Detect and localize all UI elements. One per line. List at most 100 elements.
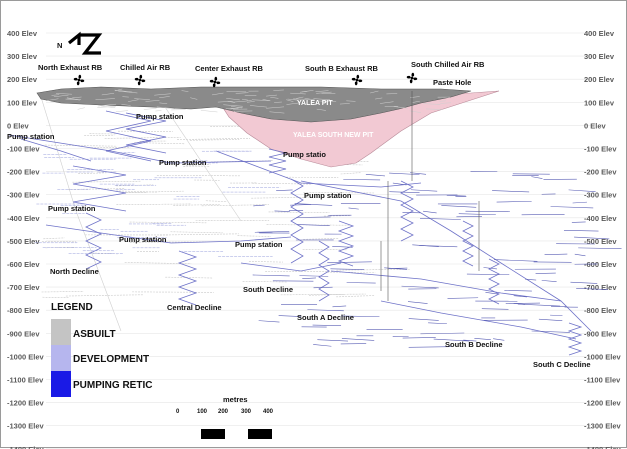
elevation-label: -1300 Elev: [584, 422, 622, 431]
level-drive: [366, 174, 385, 176]
elevation-label: -300 Elev: [7, 191, 40, 200]
scale-tick: 200: [218, 409, 229, 415]
scale-title: metres: [223, 395, 248, 404]
level-drive: [545, 254, 568, 255]
pump-station-label: Pump station: [235, 240, 283, 249]
level-drive: [428, 323, 447, 324]
asbuilt-drive: [84, 135, 114, 136]
elevation-label: -100 Elev: [7, 145, 40, 154]
level-drive: [253, 205, 264, 206]
asbuilt-drive: [43, 238, 64, 239]
paste-hole-label: Paste Hole: [433, 78, 471, 87]
asbuilt-drive: [157, 175, 240, 176]
legend-swatch-pumping-retic: [51, 371, 71, 397]
raise-south-b-exhaust: South B Exhaust RB: [305, 64, 379, 85]
scale-segment-white: [225, 429, 248, 439]
pump-station-label: Pump station: [7, 132, 55, 141]
decline-spiral: [319, 241, 329, 301]
level-drive: [531, 177, 542, 179]
level-drive: [389, 192, 419, 193]
level-drive: [411, 190, 437, 191]
yalea-pit-label: YALEA PIT: [297, 100, 333, 107]
elevation-label: -1200 Elev: [7, 399, 45, 408]
asbuilt-drive: [190, 139, 239, 140]
level-drive: [575, 254, 586, 256]
scale-segment-black: [201, 429, 225, 439]
legend-label-pumping-retic: PUMPING RETIC: [73, 380, 152, 391]
level-drive: [467, 274, 509, 275]
elevation-label: -200 Elev: [7, 168, 40, 177]
elevation-label: -400 Elev: [584, 214, 617, 223]
asbuilt-drive: [249, 261, 283, 262]
fan-icon: [135, 75, 146, 86]
level-drive: [342, 338, 374, 340]
scale-tick: 100: [197, 409, 208, 415]
fan-icon: [407, 73, 418, 84]
level-drive: [296, 217, 330, 218]
asbuilt-drive: [130, 222, 207, 223]
asbuilt-drive: [42, 291, 84, 292]
elevation-label: 400 Elev: [584, 29, 615, 38]
raise-label: Chilled Air RB: [120, 63, 171, 72]
elevation-label: 300 Elev: [584, 52, 615, 61]
scale-tick: 300: [241, 409, 252, 415]
legend-swatch-asbuilt: [51, 319, 71, 345]
pit-contour: [144, 108, 157, 109]
decline-label: South C Decline: [533, 360, 591, 369]
asbuilt-drive: [78, 173, 106, 174]
pit-contour: [116, 111, 128, 112]
asbuilt-drive: [206, 201, 227, 202]
elevation-label: -1100 Elev: [7, 376, 44, 385]
level-drive: [448, 298, 479, 299]
elevation-label: -1400 Elev: [584, 445, 622, 449]
asbuilt-drive: [116, 204, 191, 205]
level-drive: [482, 309, 509, 310]
elevation-label: -1300 Elev: [7, 422, 45, 431]
asbuilt-drive: [173, 204, 219, 205]
fan-icon: [74, 75, 85, 86]
elevation-label: -600 Elev: [584, 260, 617, 269]
level-drive: [403, 337, 436, 338]
yalea-south-new-pit-label: YALEA SOUTH NEW PIT: [293, 132, 374, 139]
elevation-label: -900 Elev: [7, 329, 40, 338]
elevation-label: 300 Elev: [7, 52, 38, 61]
elevation-label: 100 Elev: [7, 98, 38, 107]
level-drive: [393, 183, 407, 185]
north-letter: N: [57, 41, 62, 50]
raise-label: South B Exhaust RB: [305, 64, 379, 73]
level-drive: [299, 276, 328, 277]
fan-icon: [352, 75, 363, 86]
pump-station-label: Pump station: [159, 158, 207, 167]
pit-contour: [155, 110, 161, 111]
level-drive: [573, 202, 587, 203]
elevation-label: -600 Elev: [7, 260, 40, 269]
decline-spiral: [339, 221, 353, 266]
level-drive: [295, 204, 333, 206]
level-drive: [494, 260, 537, 262]
elevation-label: 200 Elev: [7, 75, 38, 84]
raise-label: South Chilled Air RB: [411, 60, 485, 69]
raise-chilled-air: Chilled Air RB: [120, 63, 171, 85]
level-drive: [465, 211, 509, 212]
level-drive: [542, 280, 557, 281]
level-drive: [497, 201, 532, 202]
elevation-label: -800 Elev: [584, 306, 617, 315]
pit-contour: [78, 108, 85, 110]
legend-label-asbuilt: ASBUILT: [73, 329, 116, 340]
elevation-label: -900 Elev: [584, 329, 617, 338]
fan-icon: [210, 77, 221, 88]
asbuilt-drive: [66, 295, 144, 296]
development-drive: [331, 271, 561, 301]
north-arrow: N: [57, 35, 101, 53]
elevation-label: 200 Elev: [584, 75, 615, 84]
level-drive: [423, 211, 437, 213]
elevation-label: -700 Elev: [584, 283, 617, 292]
decline-spiral: [463, 221, 473, 266]
decline-label: South B Decline: [445, 340, 503, 349]
asbuilt-drive: [116, 191, 158, 192]
level-drive: [343, 179, 380, 180]
